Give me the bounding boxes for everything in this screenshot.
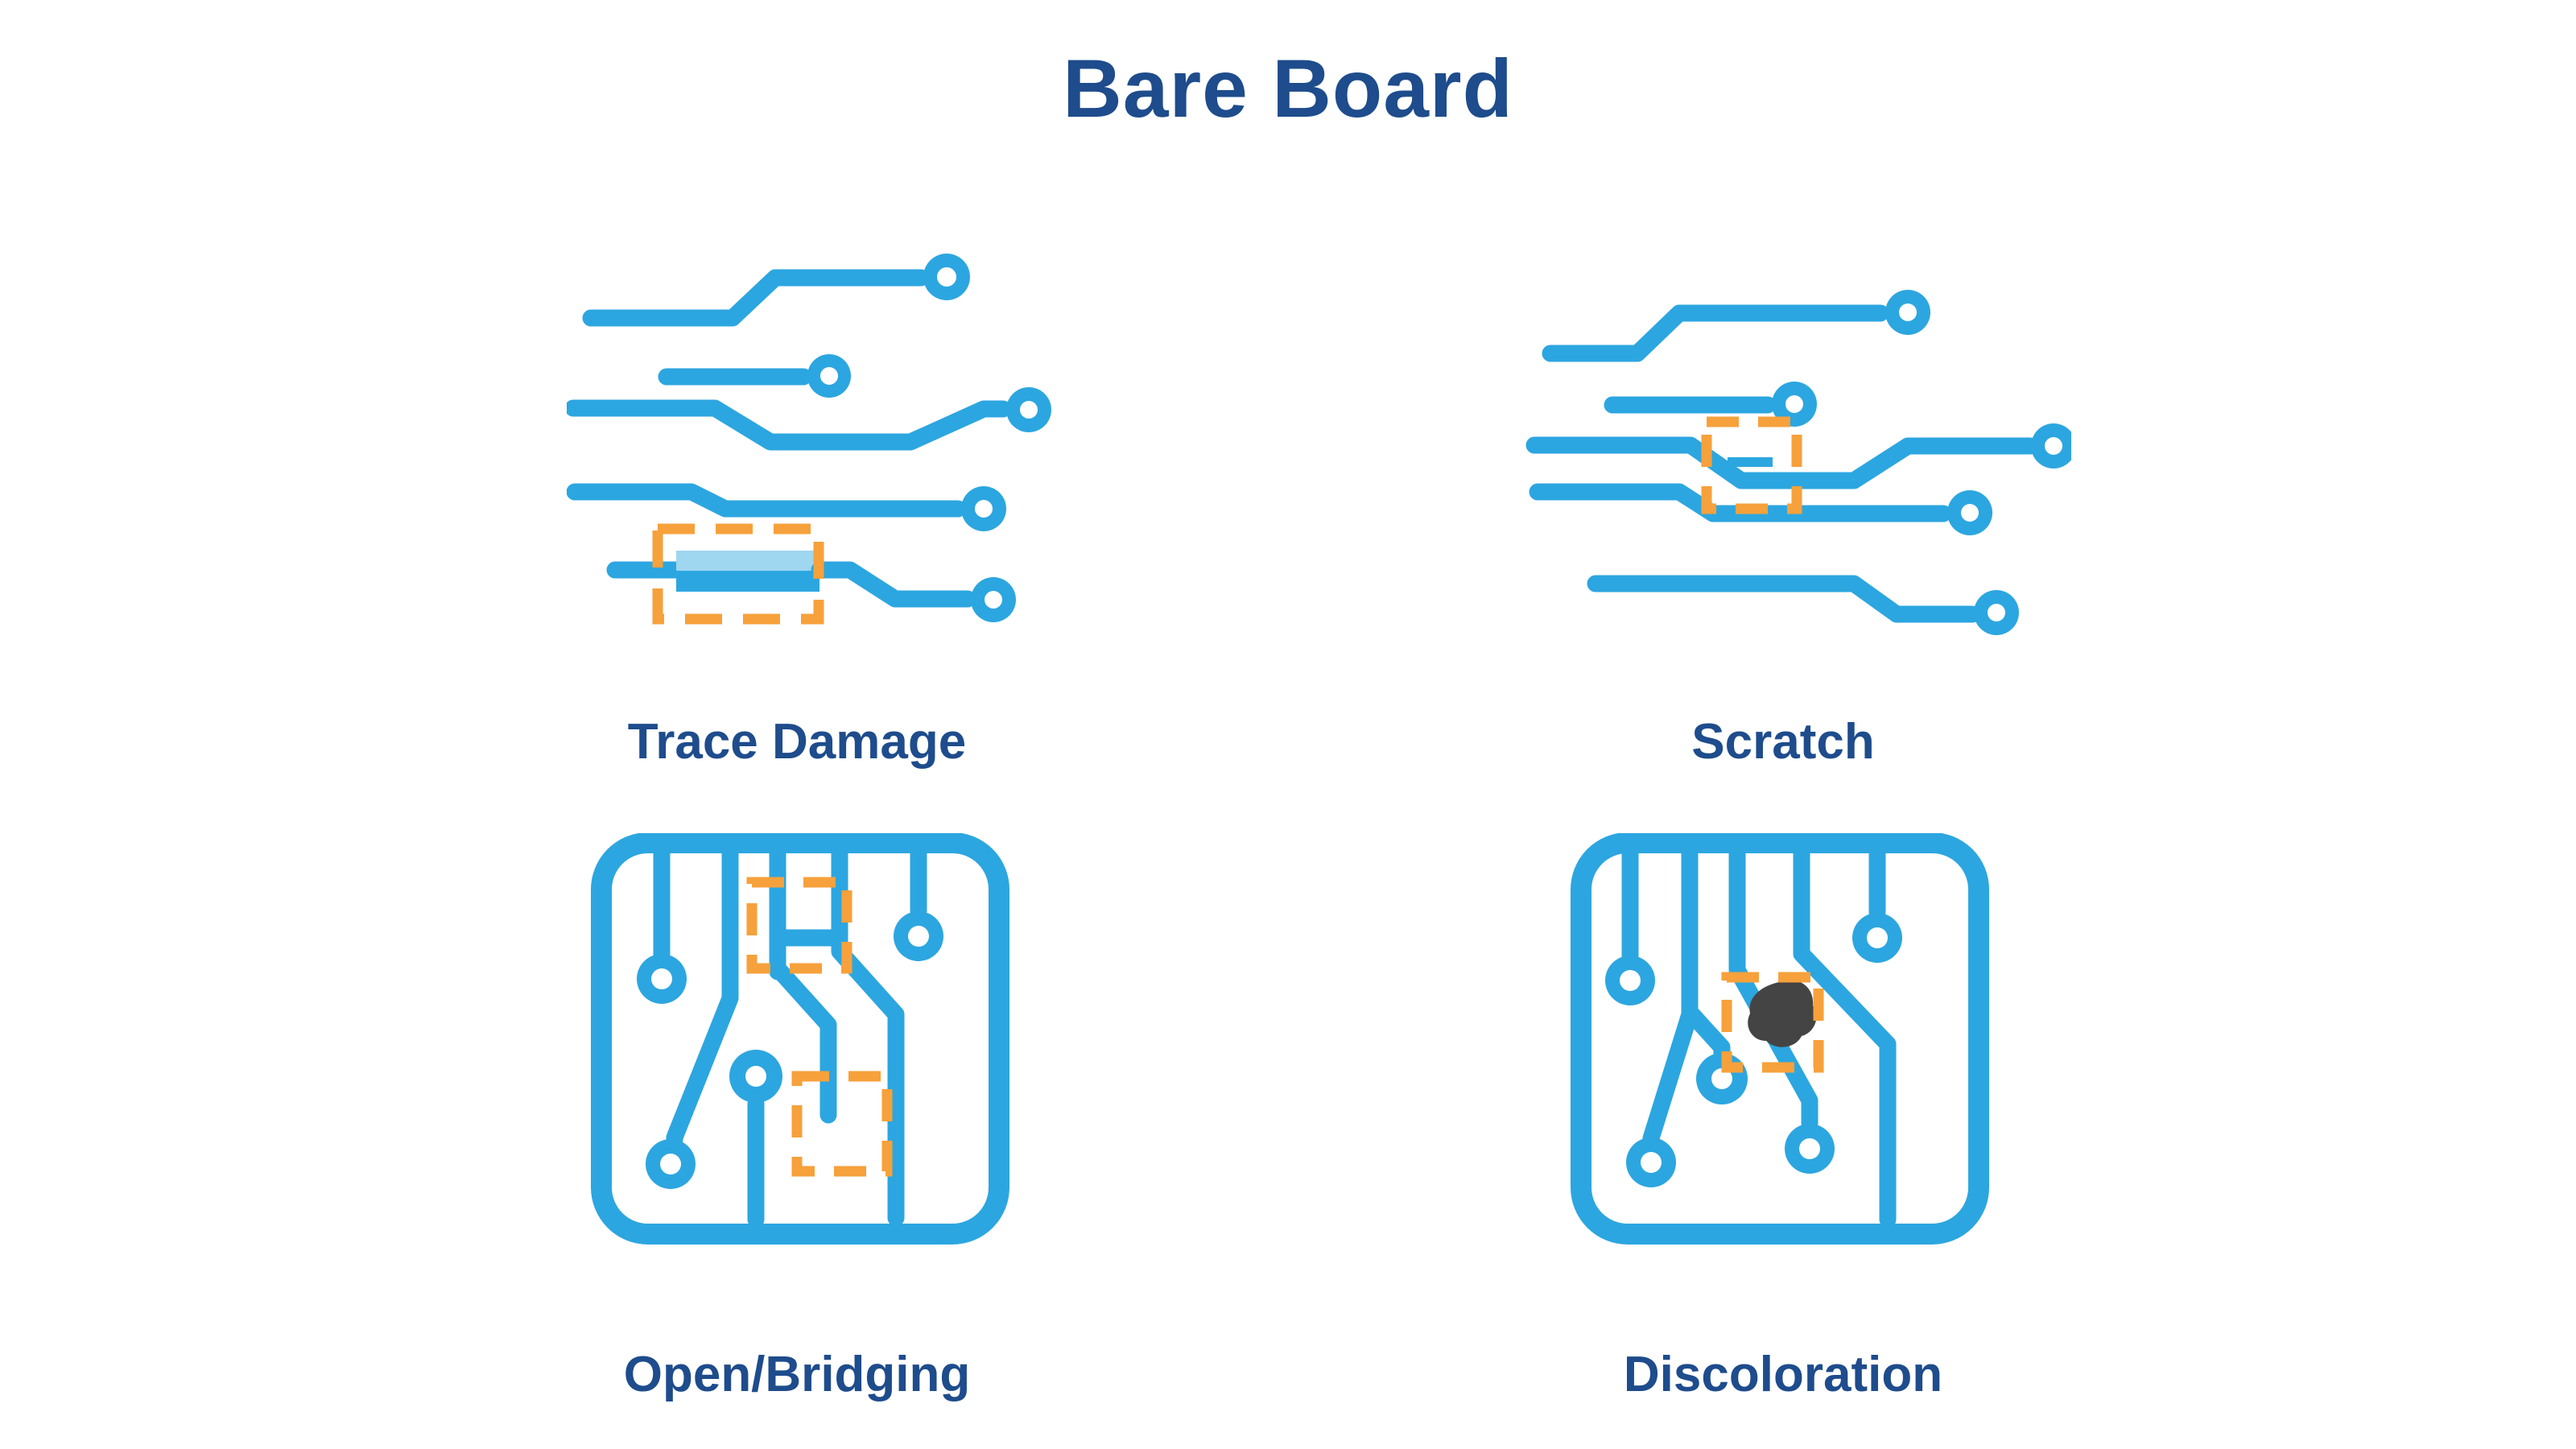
open-trace-end xyxy=(769,960,837,1124)
pad-hole xyxy=(651,968,672,989)
pad-hole xyxy=(985,591,1002,609)
defect-highlight-box xyxy=(652,523,824,625)
pad-hole xyxy=(1867,927,1888,948)
pad-hole xyxy=(820,367,838,385)
board-outline xyxy=(1571,833,1989,1245)
defect-highlight-box xyxy=(1701,416,1802,514)
trace-line xyxy=(1529,483,1952,522)
trace-line xyxy=(1681,840,1731,1063)
trace-line xyxy=(811,561,976,608)
circuit-traces-scratch-icon xyxy=(1525,290,2071,635)
pad-hole xyxy=(1711,1068,1732,1089)
pad-hole xyxy=(660,1154,681,1174)
pad-hole xyxy=(1620,970,1641,991)
pad-hole xyxy=(908,926,929,947)
bridging-highlight-box xyxy=(746,877,852,974)
bridge-right-leg-trace xyxy=(831,840,905,1227)
open-highlight-box xyxy=(791,1071,893,1177)
caption-trace-damage: Trace Damage xyxy=(627,714,967,770)
damaged-trace-light-segment xyxy=(676,551,819,571)
trace-line xyxy=(582,269,930,327)
pad-hole xyxy=(1899,303,1917,321)
caption-discoloration: Discoloration xyxy=(1623,1347,1943,1402)
trace-line xyxy=(1542,304,1889,362)
trace-line xyxy=(1587,575,1981,623)
trace-line xyxy=(567,483,967,518)
discoloration-blob xyxy=(1748,980,1817,1047)
pad-hole xyxy=(937,267,956,287)
trace-line xyxy=(1642,1005,1699,1147)
pad-hole xyxy=(975,500,993,518)
pad-hole xyxy=(745,1066,766,1087)
pad-hole xyxy=(1799,1138,1820,1159)
pad-hole xyxy=(1641,1152,1662,1173)
caption-open-bridging: Open/Bridging xyxy=(623,1347,971,1402)
circuit-traces-damage-icon xyxy=(567,254,1051,625)
pad-hole xyxy=(1020,401,1038,419)
trace-line xyxy=(1793,840,1897,1228)
pcb-board-discoloration-icon xyxy=(1571,833,1989,1245)
trace-line xyxy=(1525,436,2039,489)
pad-hole xyxy=(1961,504,1979,522)
discoloration-highlight-box xyxy=(1721,972,1824,1073)
trace-line xyxy=(666,840,739,1149)
pcb-board-open-bridging-icon xyxy=(591,833,1009,1245)
pad-hole xyxy=(1988,604,2005,621)
trace-line xyxy=(567,399,1012,451)
board-outline xyxy=(591,833,1009,1245)
damaged-trace-dark-segment xyxy=(676,571,819,592)
pad-hole xyxy=(1785,395,1803,413)
page-title: Bare Board xyxy=(1063,43,1513,134)
caption-scratch: Scratch xyxy=(1691,714,1875,770)
pad-hole xyxy=(2045,437,2062,455)
